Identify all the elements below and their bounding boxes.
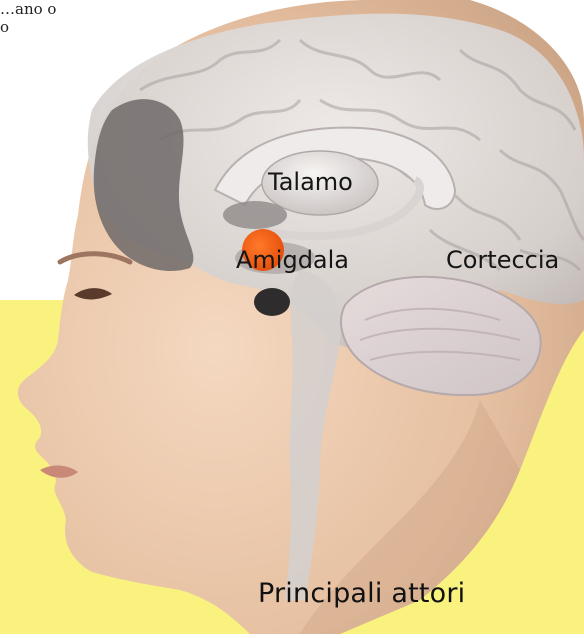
label-amigdala: Amigdala <box>236 246 349 274</box>
intro-text-line-2: o <box>0 18 84 36</box>
intro-text-line-1: …ano o <box>0 0 84 18</box>
label-talamo: Talamo <box>268 168 353 196</box>
page-title: Principali attori <box>258 578 465 609</box>
label-corteccia: Corteccia <box>446 246 559 274</box>
dark-nucleus <box>254 288 290 316</box>
intro-text-fragment: …ano o o <box>0 0 84 60</box>
basal-structure <box>223 201 287 229</box>
